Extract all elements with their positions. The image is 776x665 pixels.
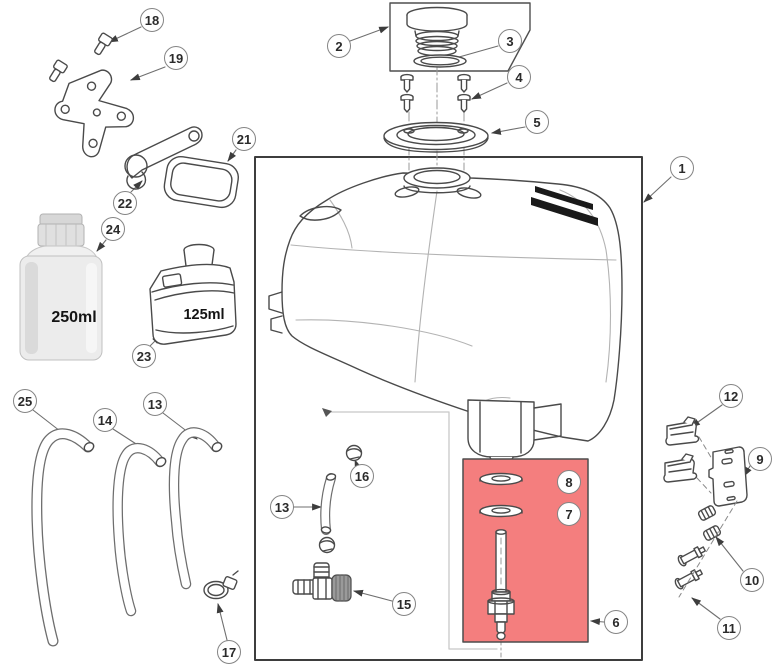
callout-13-hose: 13 [143, 392, 167, 416]
fuel-cap-drawing [406, 6, 468, 57]
callout-7: 7 [557, 502, 581, 526]
callout-12: 12 [719, 384, 743, 408]
callout-18: 18 [140, 8, 164, 32]
callout-14: 14 [93, 408, 117, 432]
hose-13-middle-drawing [320, 473, 337, 535]
callout-17: 17 [217, 640, 241, 664]
clip-16-drawing [345, 444, 363, 462]
callout-4: 4 [507, 65, 531, 89]
callout-19: 19 [164, 46, 188, 70]
clamp-22-drawing [124, 126, 203, 190]
callout-23: 23 [132, 344, 156, 368]
tank-stripe-large [531, 197, 598, 226]
hose-13-left-drawing [168, 427, 223, 590]
filler-flange-drawing [383, 121, 489, 153]
bottle-250ml-drawing [19, 213, 103, 361]
callout-2: 2 [327, 34, 351, 58]
callout-8: 8 [557, 470, 581, 494]
hose-14-drawing [112, 442, 167, 617]
handle-21-drawing [163, 155, 239, 209]
hose-route-detail-outline [322, 408, 498, 650]
clip-12a-drawing [665, 416, 700, 446]
flange-screws-drawing [400, 73, 471, 113]
callout-1: 1 [670, 156, 694, 180]
cap-gasket-drawing [413, 54, 467, 68]
mount-plate-9-drawing [708, 446, 748, 507]
assembly-dashed-axes [678, 436, 738, 598]
washer-8-drawing [479, 472, 523, 486]
clip-16b-drawing [318, 536, 336, 554]
tank-stripe-small [535, 186, 593, 210]
callout-16: 16 [350, 464, 374, 488]
screws-18-drawing [49, 32, 113, 83]
t-fitting-15-drawing [292, 562, 352, 602]
washer-7-drawing [479, 504, 523, 518]
callout-11: 11 [717, 616, 741, 640]
callout-5: 5 [525, 110, 549, 134]
callout-10: 10 [740, 568, 764, 592]
callout-22: 22 [113, 191, 137, 215]
main-part-box [254, 156, 643, 661]
callout-21: 21 [232, 127, 256, 151]
clip-12b-drawing [663, 453, 698, 483]
petcock-stem-6-drawing [487, 529, 515, 641]
fuel-tank-drawing [268, 167, 623, 463]
hose-25-drawing [31, 428, 95, 647]
callout-25: 25 [13, 389, 37, 413]
grommets-10-drawing [697, 505, 722, 541]
callout-6: 6 [604, 610, 628, 634]
bolts-11-drawing [674, 546, 706, 590]
callout-9: 9 [748, 447, 772, 471]
callout-15: 15 [392, 592, 416, 616]
clamp-17-drawing [203, 570, 239, 600]
bottle-volume-label: 250ml [51, 309, 97, 326]
callout-13-tube: 13 [270, 495, 294, 519]
bracket-19-drawing [54, 69, 135, 158]
cap-detail-box [389, 2, 531, 72]
oil-tank-volume-label: 125ml [183, 307, 225, 323]
callout-24: 24 [101, 217, 125, 241]
callout-3: 3 [498, 29, 522, 53]
oil-tank-125ml-drawing [149, 243, 237, 345]
